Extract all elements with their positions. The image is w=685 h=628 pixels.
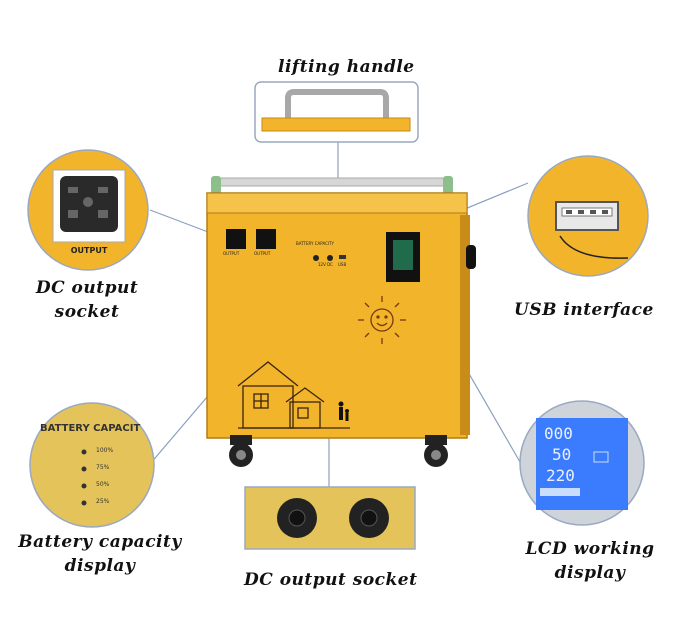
dc-output-socket-left-line1: DC output xyxy=(35,278,139,298)
sun-icon xyxy=(358,296,406,344)
panel-output-label-2: OUTPUT xyxy=(254,251,271,256)
battery-level-100: 100% xyxy=(96,447,114,454)
lifting-handle-label: lifting handle xyxy=(278,57,415,77)
battery-closeup-title: BATTERY CAPACIT xyxy=(40,423,141,434)
dc-socket-closeup xyxy=(244,486,416,550)
battery-capacity-line2: display xyxy=(64,556,136,576)
people-silhouette-icon xyxy=(338,401,349,421)
house-illustration xyxy=(237,361,350,429)
battery-level-75: 75% xyxy=(96,464,110,471)
lcd-row-3: 220 xyxy=(546,466,575,485)
usb-closeup xyxy=(527,155,649,277)
battery-level-50: 50% xyxy=(96,481,110,488)
usb-interface-label: USB interface xyxy=(514,300,654,320)
battery-capacity-label: Battery capacity display xyxy=(12,530,188,578)
panel-usb-label: USB xyxy=(338,262,347,267)
lcd-closeup xyxy=(519,400,645,526)
battery-level-25: 25% xyxy=(96,498,110,505)
handle-closeup xyxy=(254,81,419,143)
dc-output-socket-bottom-label: DC output socket xyxy=(244,570,418,590)
lcd-row-2: 50 xyxy=(552,445,572,464)
power-unit xyxy=(206,176,476,467)
panel-output-label-1: OUTPUT xyxy=(223,251,240,256)
dc-output-socket-left-line2: socket xyxy=(54,302,120,322)
lcd-working-line2: display xyxy=(554,563,626,583)
panel-battery-label: BATTERY CAPACITY xyxy=(296,241,334,246)
battery-capacity-line1: Battery capacity xyxy=(18,532,182,552)
lcd-working-line1: LCD working xyxy=(525,539,655,559)
socket-output-label: OUTPUT xyxy=(70,246,108,255)
lcd-row-1: 000 xyxy=(544,424,573,443)
panel-dc-label: 12V DC xyxy=(318,262,333,267)
socket-closeup xyxy=(27,149,149,271)
dc-output-socket-left-label: DC output socket xyxy=(22,276,152,324)
lcd-working-label: LCD working display xyxy=(520,537,660,585)
battery-closeup xyxy=(29,402,155,528)
